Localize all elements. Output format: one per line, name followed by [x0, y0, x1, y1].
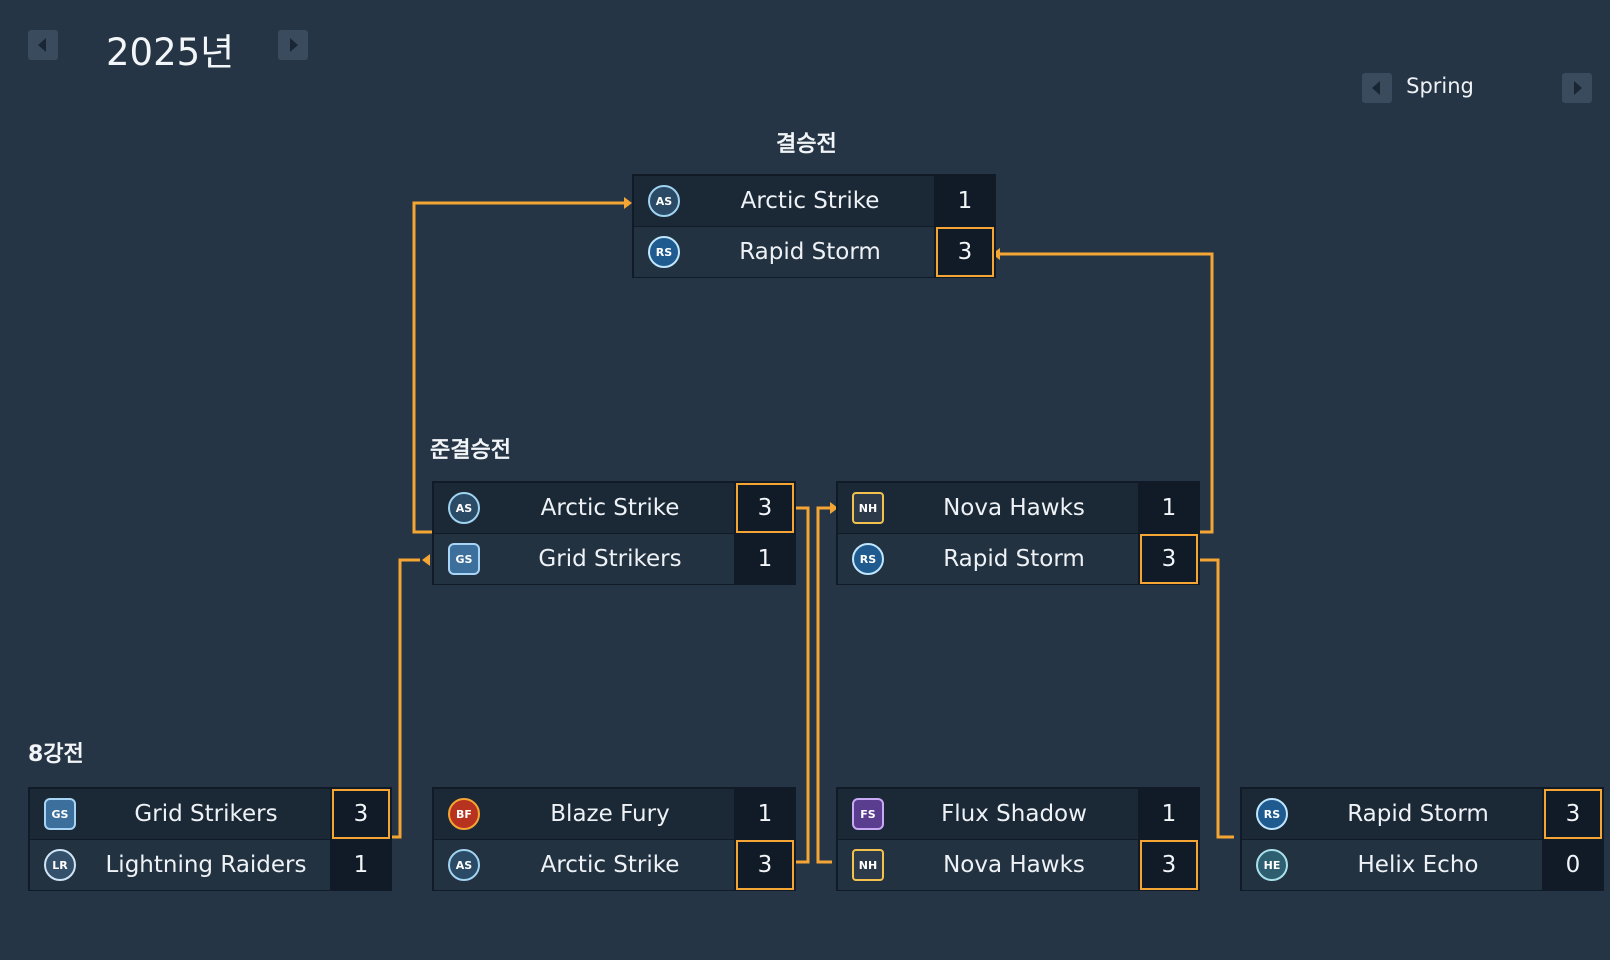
team-logo-arctic-strike-icon: AS — [448, 492, 480, 524]
match-semifinal-2[interactable]: NH Nova Hawks 1 RS Rapid Storm 3 — [836, 481, 1200, 585]
match-quarterfinal-4[interactable]: RS Rapid Storm 3 HE Helix Echo 0 — [1240, 787, 1604, 891]
match-row: RS Rapid Storm 3 — [1242, 789, 1602, 839]
match-quarterfinal-2[interactable]: BF Blaze Fury 1 AS Arctic Strike 3 — [432, 787, 796, 891]
round-label-final: 결승전 — [776, 132, 837, 157]
team-score: 1 — [736, 534, 794, 584]
team-logo-lightning-raiders-icon: LR — [44, 849, 76, 881]
match-row: NH Nova Hawks 3 — [838, 840, 1198, 890]
team-logo-grid-strikers-icon: GS — [448, 543, 480, 575]
team-score-winner: 3 — [736, 840, 794, 890]
team-logo-arctic-strike-icon: AS — [448, 849, 480, 881]
season-label: Spring — [1406, 74, 1474, 98]
arrowhead-semi1-bottom — [422, 554, 430, 566]
connector-qf3-semi2 — [816, 506, 832, 864]
arrowhead-final-top — [624, 197, 632, 209]
team-score: 1 — [332, 840, 390, 890]
year-title: 2025년 — [106, 31, 235, 74]
round-label-quarterfinal: 8강전 — [28, 742, 84, 767]
connector-semi2-final — [998, 252, 1214, 534]
team-logo-flux-shadow-icon: FS — [852, 798, 884, 830]
team-logo-rapid-storm-icon: RS — [1256, 798, 1288, 830]
match-row: LR Lightning Raiders 1 — [30, 840, 390, 890]
connector-qf2-semi1 — [794, 506, 810, 864]
match-row: HE Helix Echo 0 — [1242, 840, 1602, 890]
team-score: 1 — [736, 789, 794, 839]
team-logo-blaze-fury-icon: BF — [448, 798, 480, 830]
team-score-winner: 3 — [332, 789, 390, 839]
team-name: Flux Shadow — [941, 801, 1087, 827]
match-row: AS Arctic Strike 3 — [434, 483, 794, 533]
connector-semi1-final — [412, 201, 626, 534]
team-name: Lightning Raiders — [105, 852, 307, 878]
match-quarterfinal-3[interactable]: FS Flux Shadow 1 NH Nova Hawks 3 — [836, 787, 1200, 891]
team-name: Rapid Storm — [739, 239, 881, 265]
team-logo-helix-echo-icon: HE — [1256, 849, 1288, 881]
connector-qf1-semi1 — [390, 558, 420, 839]
team-name: Nova Hawks — [943, 852, 1085, 878]
team-name: Rapid Storm — [1347, 801, 1489, 827]
match-row: NH Nova Hawks 1 — [838, 483, 1198, 533]
next-season-button[interactable] — [1562, 73, 1592, 103]
team-score-winner: 3 — [1544, 789, 1602, 839]
match-row: RS Rapid Storm 3 — [634, 227, 994, 277]
team-score-winner: 3 — [936, 227, 994, 277]
prev-season-button[interactable] — [1362, 73, 1392, 103]
team-name: Helix Echo — [1357, 852, 1479, 878]
next-year-button[interactable] — [278, 30, 308, 60]
team-logo-rapid-storm-icon: RS — [648, 236, 680, 268]
match-row: FS Flux Shadow 1 — [838, 789, 1198, 839]
match-row: AS Arctic Strike 1 — [634, 176, 994, 226]
team-score: 1 — [1140, 483, 1198, 533]
team-score: 1 — [1140, 789, 1198, 839]
team-logo-rapid-storm-icon: RS — [852, 543, 884, 575]
team-name: Arctic Strike — [740, 188, 880, 214]
team-name: Blaze Fury — [550, 801, 670, 827]
match-semifinal-1[interactable]: AS Arctic Strike 3 GS Grid Strikers 1 — [432, 481, 796, 585]
team-logo-nova-hawks-icon: NH — [852, 849, 884, 881]
match-row: BF Blaze Fury 1 — [434, 789, 794, 839]
team-logo-nova-hawks-icon: NH — [852, 492, 884, 524]
match-row: GS Grid Strikers 3 — [30, 789, 390, 839]
team-logo-arctic-strike-icon: AS — [648, 185, 680, 217]
team-score-winner: 3 — [1140, 534, 1198, 584]
team-score: 1 — [936, 176, 994, 226]
team-logo-grid-strikers-icon: GS — [44, 798, 76, 830]
match-row: GS Grid Strikers 1 — [434, 534, 794, 584]
match-quarterfinal-1[interactable]: GS Grid Strikers 3 LR Lightning Raiders … — [28, 787, 392, 891]
arrowhead-semi2-top — [830, 502, 838, 514]
team-score-winner: 3 — [1140, 840, 1198, 890]
team-name: Grid Strikers — [134, 801, 278, 827]
round-label-semifinal: 준결승전 — [430, 438, 511, 463]
team-score-winner: 3 — [736, 483, 794, 533]
match-row: AS Arctic Strike 3 — [434, 840, 794, 890]
team-name: Nova Hawks — [943, 495, 1085, 521]
team-name: Arctic Strike — [540, 852, 680, 878]
team-name: Grid Strikers — [538, 546, 682, 572]
arrowhead-final-bottom — [992, 248, 1000, 260]
prev-year-button[interactable] — [28, 30, 58, 60]
match-row: RS Rapid Storm 3 — [838, 534, 1198, 584]
match-final[interactable]: AS Arctic Strike 1 RS Rapid Storm 3 — [632, 174, 996, 278]
team-name: Arctic Strike — [540, 495, 680, 521]
team-score: 0 — [1544, 840, 1602, 890]
connector-qf4-semi2 — [1198, 558, 1234, 839]
team-name: Rapid Storm — [943, 546, 1085, 572]
